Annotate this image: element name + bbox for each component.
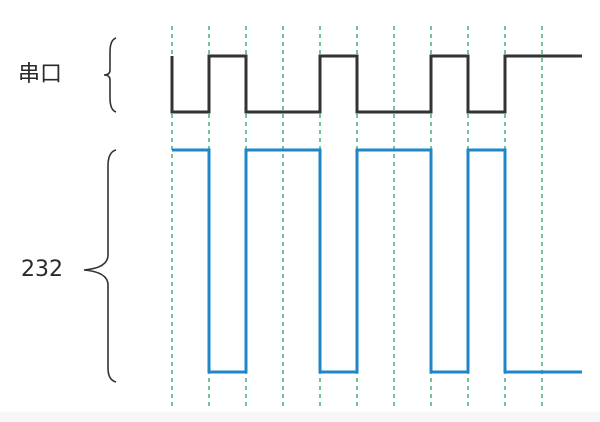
uart-waveform [170,54,582,114]
uart-brace [103,37,117,113]
rs232-brace [83,149,117,383]
uart-label: 串口 [18,62,63,87]
rs232-label: 232 [21,257,63,282]
rs232-waveform [172,148,582,374]
bottom-fade [0,412,600,422]
